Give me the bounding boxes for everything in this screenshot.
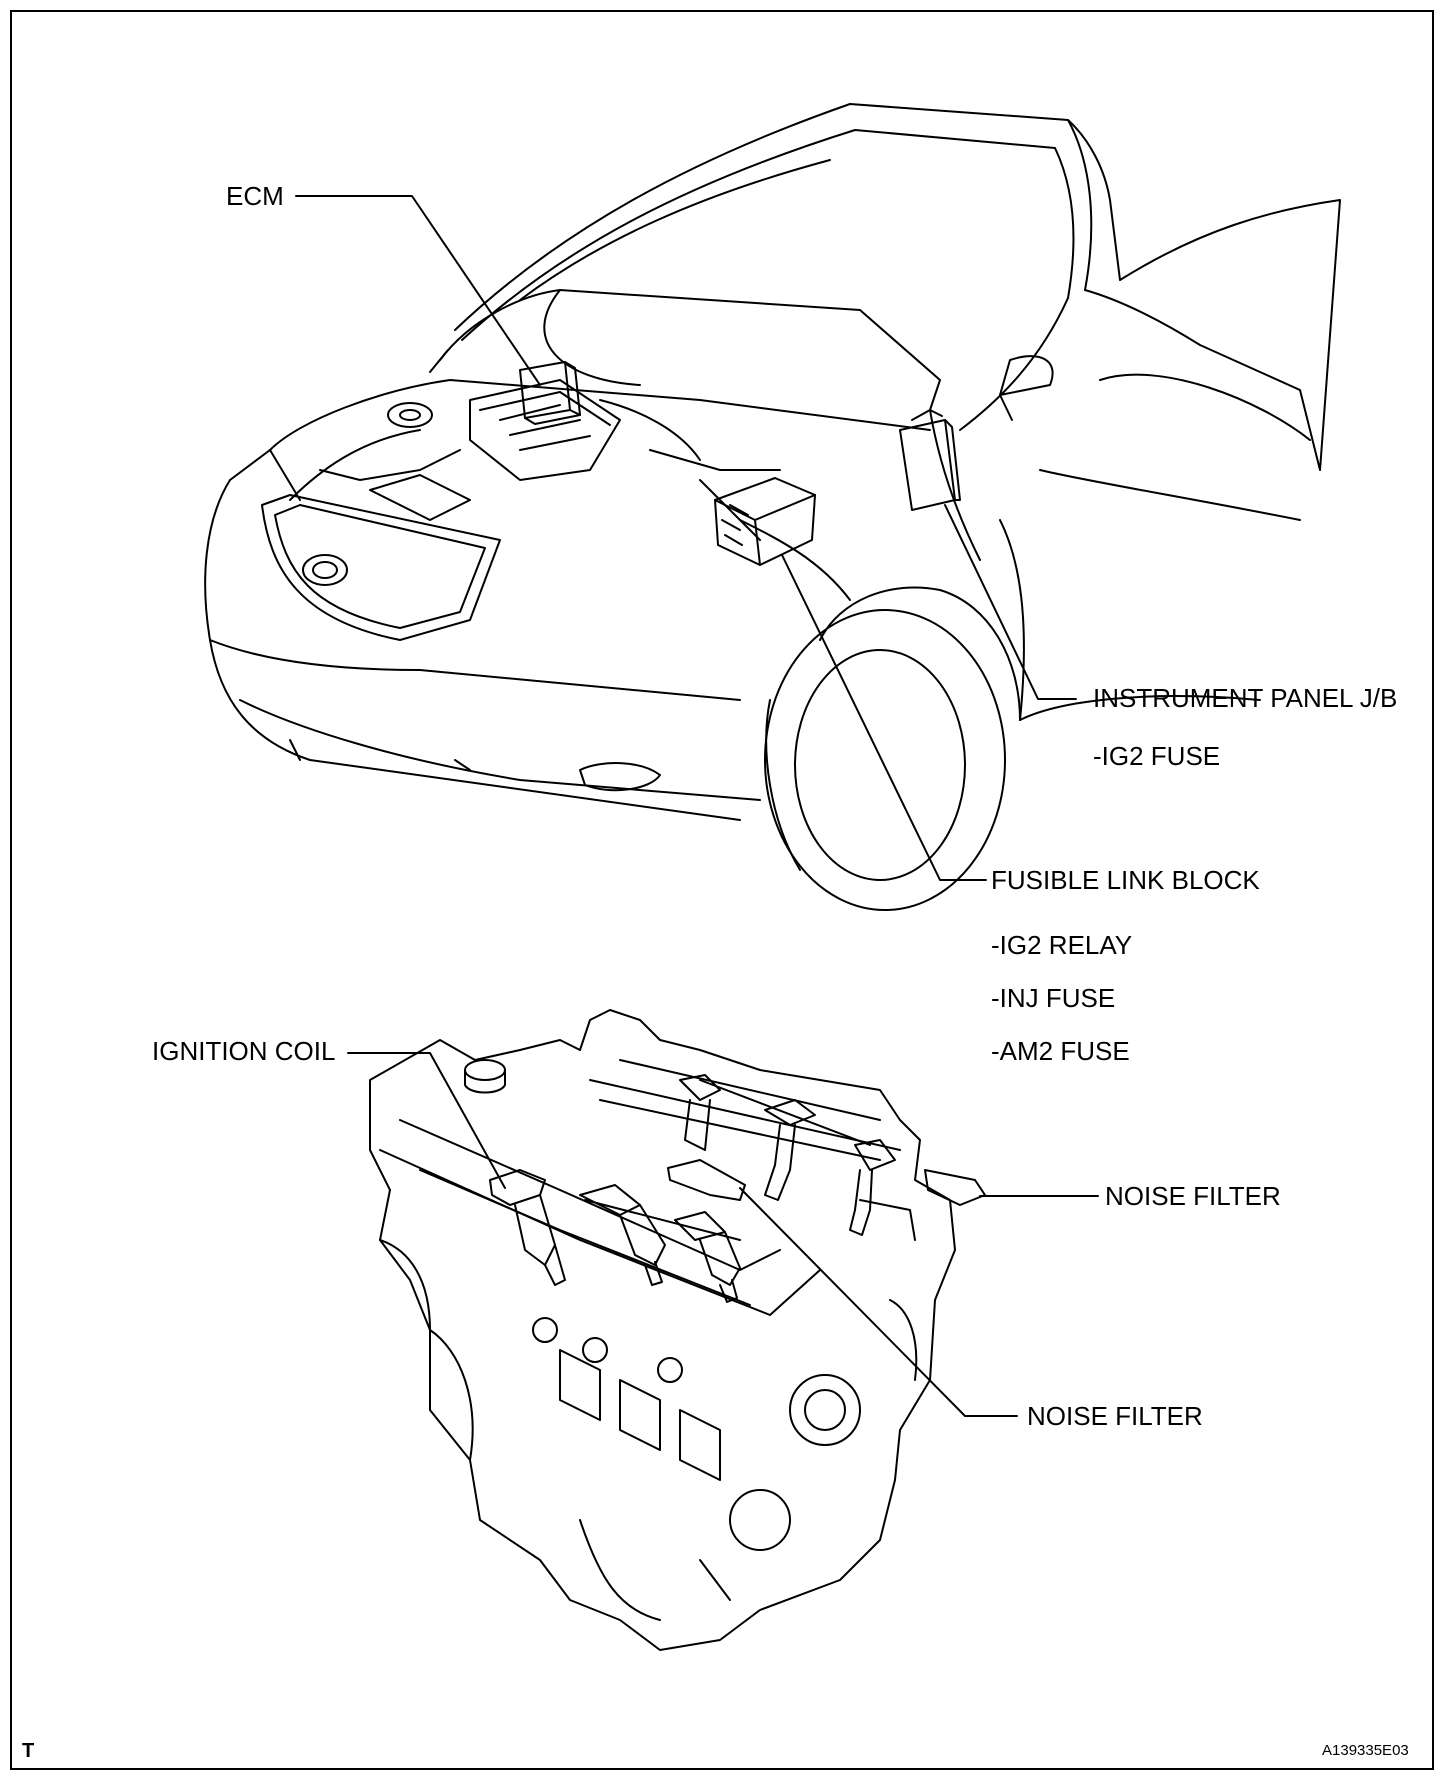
ignition-coil-label: IGNITION COIL — [152, 1036, 336, 1066]
fusible-link-block-unit — [714, 477, 816, 566]
instrument-panel-jb-unit — [899, 409, 961, 511]
leader-lines — [295, 195, 1099, 1417]
noise-filter-parts — [667, 1159, 986, 1206]
instrument-panel-jb-label: INSTRUMENT PANEL J/B — [1093, 683, 1398, 713]
ig2-relay-label: -IG2 RELAY — [991, 930, 1133, 960]
noise-filter-lower-label: NOISE FILTER — [1027, 1401, 1203, 1431]
am2-fuse-label: -AM2 FUSE — [991, 1036, 1130, 1066]
fusible-link-block-leader-line — [781, 554, 987, 881]
figure-frame — [10, 10, 1434, 1770]
ecm-unit — [519, 361, 581, 425]
ecm-label: ECM — [226, 181, 284, 211]
fusible-link-block-label: FUSIBLE LINK BLOCK — [991, 865, 1260, 895]
vehicle-front-view-drawing — [204, 103, 1341, 911]
corner-mark: T — [22, 1740, 35, 1762]
instrument-panel-jb-leader-line — [944, 504, 1077, 700]
noise-filter-lower-leader-line — [739, 1187, 1018, 1417]
ig2-fuse-label: -IG2 FUSE — [1093, 741, 1221, 771]
ignition-coils — [489, 1074, 896, 1303]
figure-code: A139335E03 — [1322, 1742, 1409, 1759]
inj-fuse-label: -INJ FUSE — [991, 983, 1116, 1013]
ignition-coil-leader-line — [347, 1052, 506, 1189]
ecm-leader-line — [295, 195, 541, 386]
v6-engine-drawing — [369, 1009, 956, 1651]
noise-filter-right-label: NOISE FILTER — [1105, 1181, 1281, 1211]
